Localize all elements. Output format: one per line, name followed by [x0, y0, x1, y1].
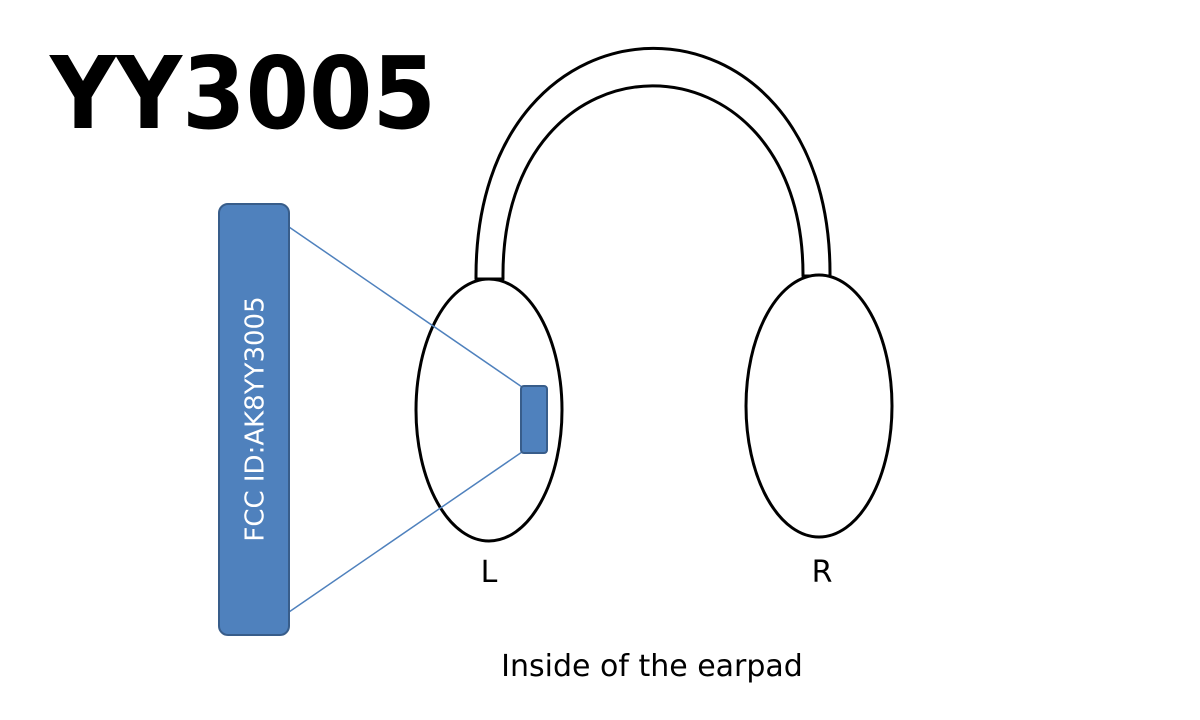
left-side-label: L [481, 555, 498, 590]
left-earcup [414, 277, 564, 543]
caption: Inside of the earpad [501, 649, 803, 684]
right-side-label: R [812, 555, 833, 590]
model-title: YY3005 [49, 35, 436, 152]
fcc-label-tag [218, 203, 290, 636]
fcc-id-text: FCC ID:AK8YY3005 [241, 296, 271, 541]
callout-line-top [288, 226, 523, 388]
right-earcup [744, 273, 894, 539]
earpad-label-marker [520, 385, 548, 454]
headband [474, 46, 832, 281]
callout-line-bottom [288, 451, 523, 613]
